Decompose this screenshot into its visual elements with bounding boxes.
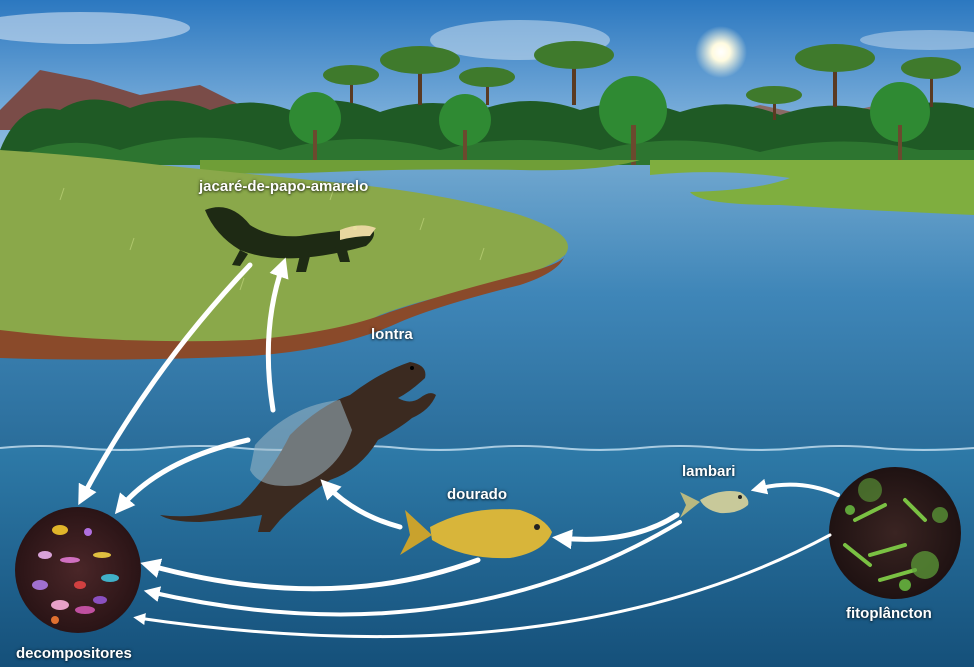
decomposer-arrows: [78, 262, 832, 639]
araucaria-trees: [323, 41, 961, 120]
label-dourado: dourado: [447, 486, 507, 503]
label-jacare: jacaré-de-papo-amarelo: [199, 178, 369, 195]
sun-icon: [695, 26, 747, 78]
food-chain-arrows: [265, 257, 840, 550]
fitoplancton-circle: [829, 467, 961, 599]
otter-illustration: [160, 362, 436, 532]
dourado-illustration: [400, 509, 552, 559]
label-decompositores: decompositores: [16, 645, 132, 662]
label-lontra: lontra: [371, 326, 413, 343]
label-fitoplancton: fitoplâncton: [846, 605, 932, 622]
caiman-illustration: [205, 207, 376, 272]
label-lambari: lambari: [682, 463, 736, 480]
decompositores-circle: [15, 507, 141, 633]
lambari-illustration: [680, 491, 749, 518]
